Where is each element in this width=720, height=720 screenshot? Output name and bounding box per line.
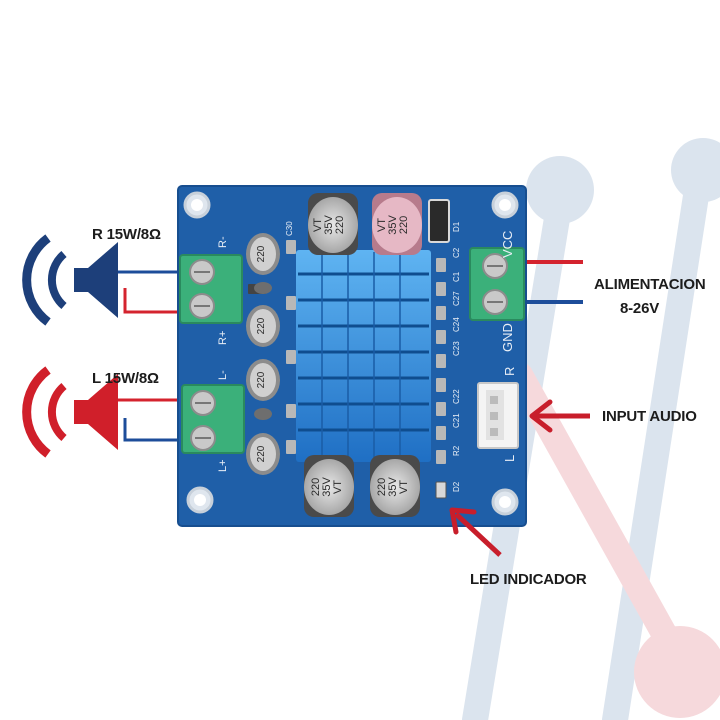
silk-c2: C2: [452, 247, 461, 258]
cap-br-value: 220: [376, 478, 388, 496]
cap-tr-series: VT: [376, 218, 388, 232]
smd-components: [248, 240, 446, 464]
right-speaker-label: R 15W/8Ω: [92, 226, 161, 243]
pcb-board: VCC GND R- R+ L- L+ R L C1 C2 C27 C24 C2…: [177, 185, 527, 527]
cap-br-voltage: 35V: [387, 477, 399, 497]
smd-cap-1: 220: [256, 245, 267, 262]
cap-bl-series: VT: [332, 480, 344, 494]
heatsink: [296, 250, 431, 462]
silk-input-r: R: [502, 367, 517, 376]
power-range-label: 8-26V: [620, 300, 660, 317]
cap-tl-series: VT: [312, 218, 324, 232]
silk-c27: C27: [452, 291, 461, 306]
capacitor-top-right: [372, 193, 422, 255]
cap-bl-value: 220: [310, 478, 322, 496]
input-audio-label: INPUT AUDIO: [602, 408, 697, 425]
silk-d2: D2: [452, 481, 461, 492]
silk-c23: C23: [452, 341, 461, 356]
mounting-holes: [183, 191, 519, 516]
small-capacitors: [246, 233, 280, 475]
smd-cap-3: 220: [256, 371, 267, 388]
silk-c24: C24: [452, 317, 461, 332]
silk-c1: C1: [452, 271, 461, 282]
terminal-right-speaker: [179, 254, 243, 324]
silk-c22: C22: [452, 389, 461, 404]
silk-r2: R2: [452, 445, 461, 456]
cap-bl-voltage: 35V: [321, 477, 333, 497]
silk-r-minus: R-: [217, 236, 229, 248]
cap-tr-value: 220: [398, 216, 410, 234]
silk-d1: D1: [452, 221, 461, 232]
capacitor-top-left: [308, 193, 358, 255]
cap-br-series: VT: [398, 480, 410, 494]
silk-r-plus: R+: [217, 331, 229, 345]
cap-tl-value: 220: [334, 216, 346, 234]
capacitor-bottom-right: [370, 455, 420, 517]
silk-vcc: VCC: [500, 231, 515, 258]
smd-cap-4: 220: [256, 445, 267, 462]
silk-c21: C21: [452, 413, 461, 428]
left-speaker-label: L 15W/8Ω: [92, 370, 159, 387]
left-speaker-icon: [22, 366, 118, 458]
capacitor-bottom-left: [304, 455, 354, 517]
led: [435, 481, 447, 499]
smd-cap-2: 220: [256, 317, 267, 334]
silk-l-minus: L-: [217, 370, 229, 380]
terminal-power: [469, 247, 525, 321]
silk-gnd: GND: [500, 323, 515, 352]
speaker-wires: [105, 270, 185, 442]
power-label: ALIMENTACION: [594, 276, 706, 293]
input-audio-arrow: [529, 399, 590, 433]
input-audio-connector: [477, 382, 519, 449]
silk-l-plus: L+: [217, 459, 229, 472]
silk-input-l: L: [502, 455, 517, 462]
terminal-left-speaker: [181, 384, 245, 454]
led-arrow: [449, 507, 502, 557]
diode-top: [428, 199, 450, 243]
right-speaker-icon: [22, 234, 118, 326]
cap-tl-voltage: 35V: [323, 215, 335, 235]
led-label: LED INDICADOR: [470, 571, 587, 588]
cap-tr-voltage: 35V: [387, 215, 399, 235]
silk-c30: C30: [285, 221, 294, 236]
